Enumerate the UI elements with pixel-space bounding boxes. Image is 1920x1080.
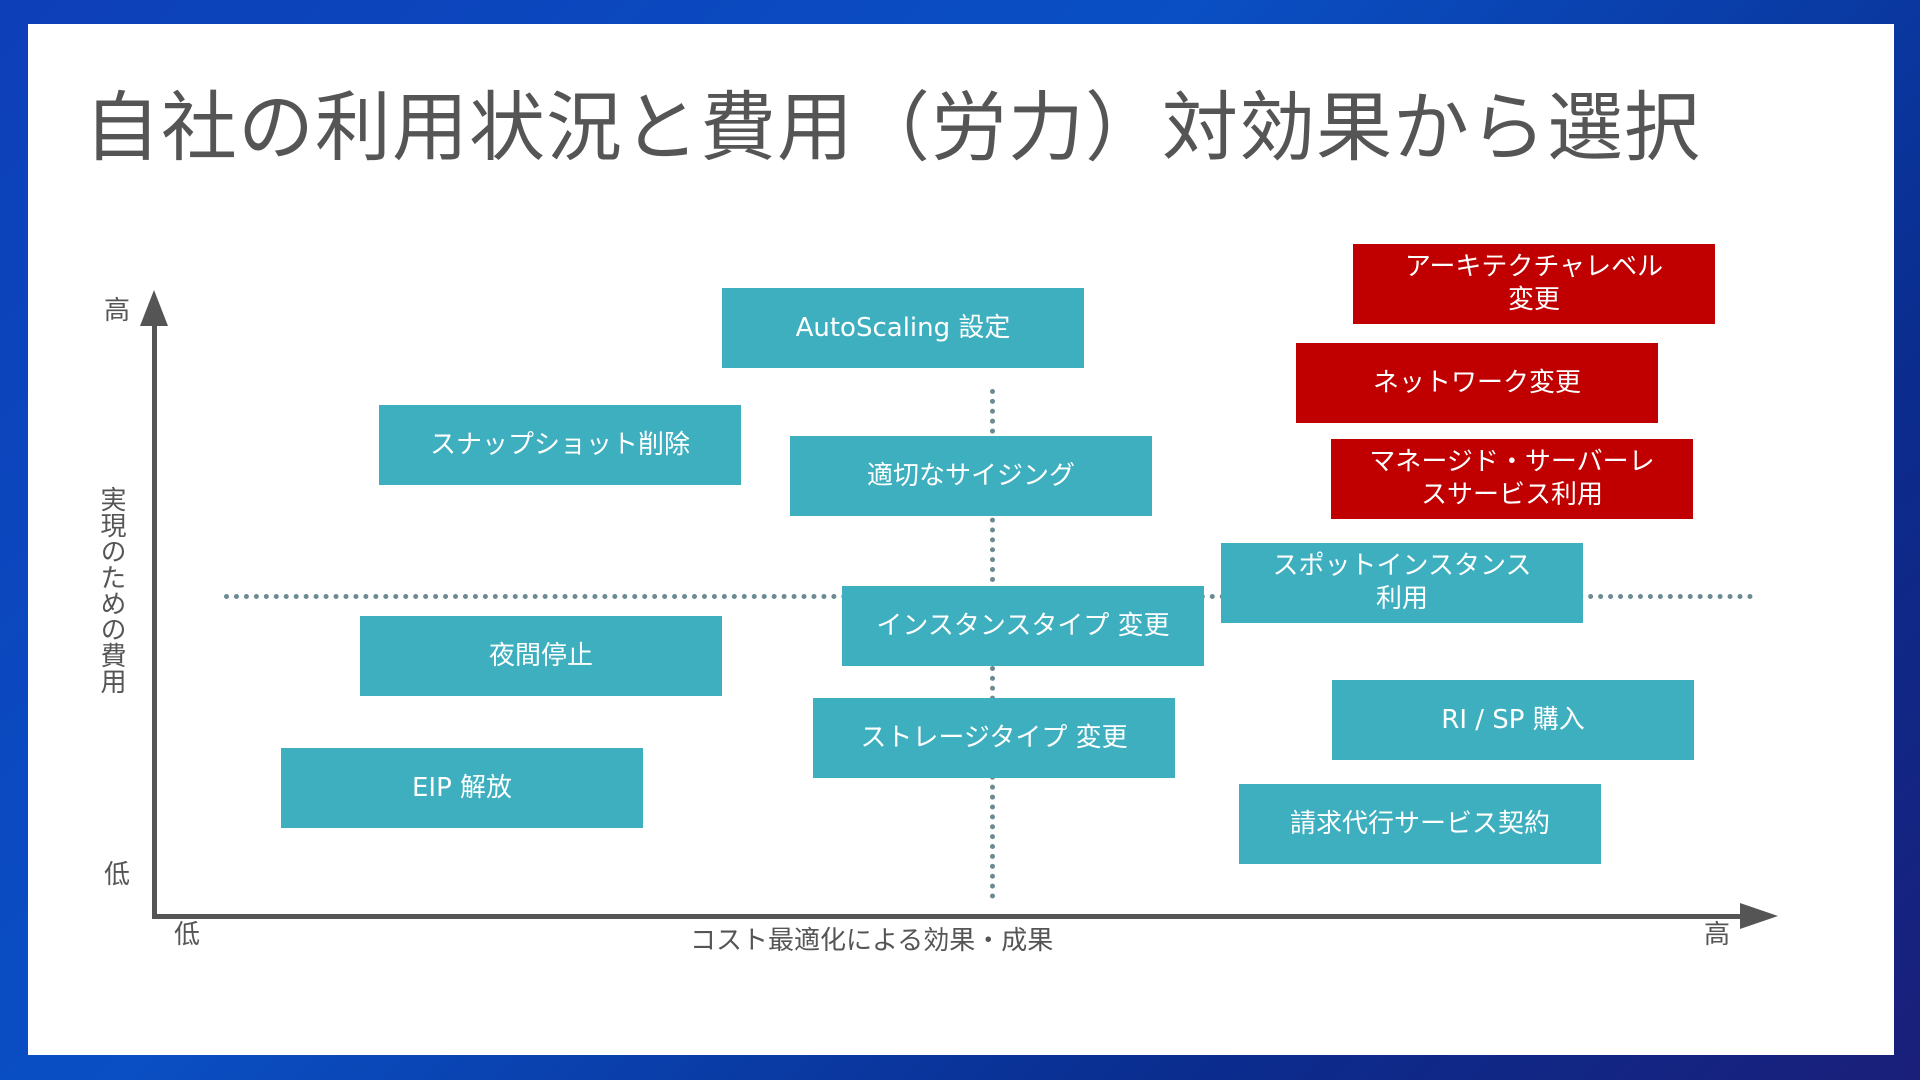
x-axis-low-label: 低: [174, 920, 201, 950]
box-managed-serverless-label: マネージド・サーバーレ スサービス利用: [1369, 447, 1655, 510]
y-axis-line: [152, 314, 157, 919]
x-axis-title: コスト最適化による効果・成果: [690, 926, 1054, 956]
x-axis-line: [152, 914, 1742, 919]
box-instance-type: インスタンスタイプ 変更: [842, 586, 1204, 666]
y-axis-title: 実現のための費用: [96, 486, 126, 694]
y-axis-low-label: 低: [104, 860, 131, 890]
x-axis-arrow-icon: [1740, 903, 1778, 929]
box-autoscaling: AutoScaling 設定: [722, 288, 1084, 368]
box-night-stop: 夜間停止: [360, 616, 722, 696]
x-axis-high-label: 高: [1704, 920, 1731, 950]
box-billing-agency: 請求代行サービス契約: [1239, 784, 1601, 864]
box-managed-serverless: マネージド・サーバーレ スサービス利用: [1331, 439, 1693, 519]
box-ri-sp: RI / SP 購入: [1332, 680, 1694, 760]
box-ri-sp-label: RI / SP 購入: [1441, 704, 1585, 735]
y-axis-arrow-icon: [140, 290, 168, 326]
box-sizing-label: 適切なサイジング: [866, 460, 1075, 491]
box-architecture-label: アーキテクチャレベル 変更: [1404, 252, 1664, 315]
box-eip: EIP 解放: [281, 748, 643, 828]
box-sizing: 適切なサイジング: [790, 436, 1152, 516]
box-snapshot-label: スナップショット削除: [429, 429, 690, 460]
box-network: ネットワーク変更: [1296, 343, 1658, 423]
y-axis-high-label: 高: [104, 296, 131, 326]
box-spot-instance-label: スポットインスタンス 利用: [1272, 551, 1532, 614]
box-architecture: アーキテクチャレベル 変更: [1353, 244, 1715, 324]
box-spot-instance: スポットインスタンス 利用: [1221, 543, 1583, 623]
slide: 自社の利用状況と費用（労力）対効果から選択 高 低 実現のための費用 低 高 コ…: [28, 24, 1894, 1055]
box-network-label: ネットワーク変更: [1372, 367, 1581, 398]
box-eip-label: EIP 解放: [411, 772, 513, 803]
box-instance-type-label: インスタンスタイプ 変更: [876, 610, 1170, 641]
box-snapshot: スナップショット削除: [379, 405, 741, 485]
box-autoscaling-label: AutoScaling 設定: [795, 312, 1011, 343]
box-storage-type-label: ストレージタイプ 変更: [860, 722, 1128, 753]
box-storage-type: ストレージタイプ 変更: [813, 698, 1175, 778]
slide-title: 自社の利用状況と費用（労力）対効果から選択: [84, 83, 1701, 172]
box-night-stop-label: 夜間停止: [488, 640, 593, 671]
box-billing-agency-label: 請求代行サービス契約: [1289, 808, 1550, 839]
